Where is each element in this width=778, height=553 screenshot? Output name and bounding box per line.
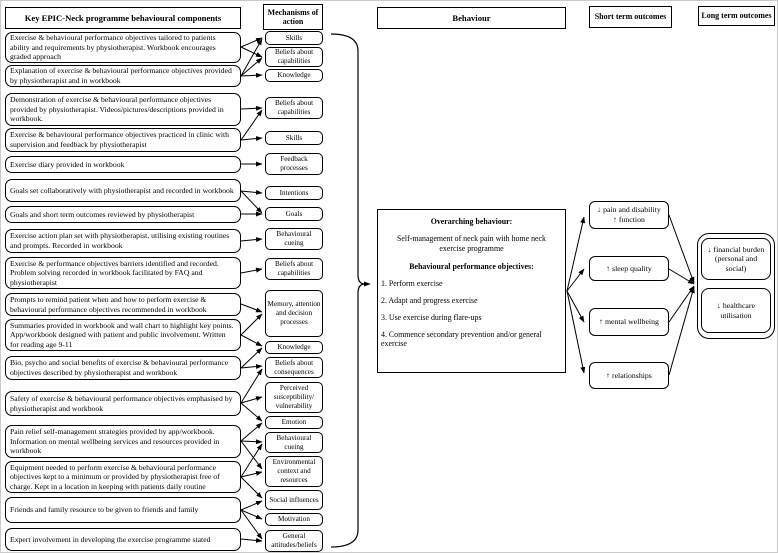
component-box: Safety of exercise & behavioural perform… — [5, 391, 241, 416]
long-term-outcomes-header: Long term outcomes — [698, 6, 775, 26]
performance-objective: 1. Perform exercise — [381, 279, 443, 289]
behaviour-box: Overarching behaviour: Self-management o… — [377, 209, 566, 373]
mechanism-box: Intentions — [265, 186, 323, 200]
performance-objectives-title: Behavioural performance objectives: — [409, 262, 534, 272]
mechanism-box: Perceived susceptibility/ vulnerability — [265, 382, 323, 413]
mechanism-box: Knowledge — [265, 69, 323, 82]
mechanism-box: Skills — [265, 131, 323, 145]
performance-objective: 2. Adapt and progress exercise — [381, 295, 478, 305]
mechanism-box: Beliefs about consequences — [265, 357, 323, 378]
performance-objective: 4. Commence secondary prevention and/or … — [381, 329, 542, 349]
short-term-outcome-box: ↓ pain and disability ↑ function — [589, 201, 669, 229]
short-term-outcomes-header: Short term outcomes — [589, 6, 672, 28]
mechanism-box: Feedback processes — [265, 153, 323, 175]
component-box: Expert involvement in developing the exe… — [5, 528, 241, 551]
mechanism-box: Behavioural cueing — [265, 432, 323, 453]
component-box: Goals and short term outcomes reviewed b… — [5, 206, 241, 223]
component-box: Summaries provided in workbook and wall … — [5, 319, 241, 351]
component-box: Exercise & behavioural performance objec… — [5, 32, 241, 63]
mechanism-box: Beliefs about capabilities — [265, 258, 323, 280]
mechanisms-to-behaviour-bracket — [330, 33, 371, 548]
component-box: Friends and family resource to be given … — [5, 497, 241, 523]
short-term-outcome-box: ↑ mental wellbeing — [589, 308, 669, 336]
components-header: Key EPIC-Neck programme behavioural comp… — [5, 7, 241, 29]
overarching-behaviour-title: Overarching behaviour: — [430, 217, 513, 226]
mechanism-box: Skills — [265, 31, 323, 45]
mechanism-box: Social influences — [265, 490, 323, 510]
performance-objective: 3. Use exercise during flare-ups — [381, 312, 482, 322]
mechanisms-header: Mechanisms of action — [263, 4, 323, 30]
mechanism-box: Beliefs about capabilities — [265, 47, 323, 67]
mechanism-box: Beliefs about capabilities — [265, 97, 323, 119]
mechanism-box: Motivation — [265, 513, 323, 526]
component-box: Goals set collaboratively with physiothe… — [5, 179, 241, 202]
component-box: Pain relief self-management strategies p… — [5, 425, 241, 458]
component-box: Exercise action plan set with physiother… — [5, 229, 241, 253]
component-box: Exercise & performance objectives barrie… — [5, 257, 241, 289]
mechanism-box: Goals — [265, 207, 323, 221]
short-term-outcome-box: ↑ relationships — [589, 362, 669, 389]
component-box: Explanation of exercise & behavioural pe… — [5, 65, 241, 87]
mechanism-box: Environmental context and resources — [265, 456, 323, 487]
long-term-outcome-box: ↓ financial burden (personal and social) — [701, 238, 771, 280]
mechanism-box: Knowledge — [265, 341, 323, 354]
long-term-outcome-box: ↓ healthcare utilisation — [701, 288, 771, 333]
behaviour-header: Behaviour — [377, 7, 566, 29]
component-box: Demonstration of exercise & behavioural … — [5, 93, 241, 126]
component-box: Equipment needed to perform exercise & b… — [5, 461, 241, 493]
short-term-outcome-box: ↑ sleep quality — [589, 256, 669, 281]
component-box: Exercise diary provided in workbook — [5, 156, 241, 173]
component-box: Prompts to remind patient when and how t… — [5, 293, 241, 316]
component-box: Exercise & behavioural performance objec… — [5, 128, 241, 152]
overarching-behaviour-text: Self-management of neck pain with home n… — [397, 233, 546, 253]
mechanism-box: General attitudes/beliefs — [265, 530, 323, 552]
mechanism-box: Memory, attention and decision processes — [265, 290, 323, 337]
mechanism-box: Behavioural cueing — [265, 228, 323, 250]
component-box: Bio, psycho and social benefits of exerc… — [5, 356, 241, 380]
mechanism-box: Emotion — [265, 416, 323, 429]
